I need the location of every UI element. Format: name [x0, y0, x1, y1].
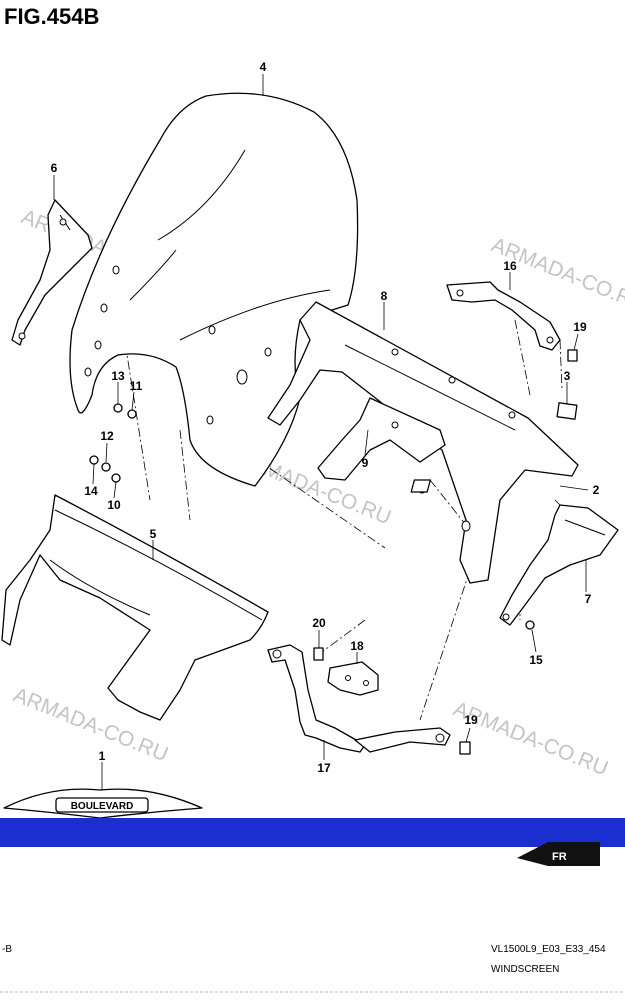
part-label-15: 15 — [529, 653, 543, 667]
clamp-part-18 — [327, 661, 379, 696]
bolt-part-19-upper — [567, 349, 578, 362]
part-labels: 4 6 8 16 19 3 2 13 11 12 14 10 9 5 7 15 … — [51, 60, 600, 775]
fasteners — [89, 349, 578, 755]
part-label-18: 18 — [350, 639, 364, 653]
part-label-6: 6 — [51, 161, 58, 175]
part-label-2: 2 — [593, 483, 600, 497]
washer-part-12 — [101, 462, 111, 472]
emblem-part-1: BOULEVARD — [3, 788, 203, 819]
part-label-5: 5 — [150, 527, 157, 541]
bolt-part-19-lower — [459, 741, 471, 755]
footer: -B VL1500L9_E03_E33_454 WINDSCREEN — [0, 944, 625, 993]
emblem-text: BOULEVARD — [71, 801, 134, 812]
bolt-part-15 — [525, 620, 535, 630]
stay-part-16 — [446, 281, 561, 351]
part-label-7: 7 — [585, 592, 592, 606]
figure-title: FIG.454B — [4, 4, 99, 29]
part-label-8: 8 — [381, 289, 388, 303]
part-label-11: 11 — [130, 379, 143, 393]
part-label-13: 13 — [111, 369, 125, 383]
left-stay-part-6 — [11, 199, 93, 346]
front-arrow-badge: FR — [517, 842, 600, 866]
part-label-17: 17 — [317, 761, 331, 775]
part-label-19-upper: 19 — [573, 320, 587, 334]
part-label-1: 1 — [99, 749, 106, 763]
blue-band — [0, 818, 625, 847]
pad-part-2 — [410, 479, 432, 493]
part-label-10: 10 — [107, 498, 121, 512]
part-label-9: 9 — [362, 456, 369, 470]
inner-bracket-part-9 — [317, 397, 446, 481]
watermark-5: ARMADA-CO.RU — [450, 697, 611, 780]
footer-left-text: -B — [2, 944, 12, 955]
bolt-part-14 — [89, 455, 99, 465]
part-label-14: 14 — [84, 484, 98, 498]
part-label-3: 3 — [564, 369, 571, 383]
lower-stay-part-17 — [267, 644, 451, 753]
front-arrow-text: FR — [552, 851, 567, 863]
pad-part-3 — [556, 402, 578, 420]
bolt-part-20 — [313, 647, 324, 661]
part-label-12: 12 — [100, 429, 114, 443]
lower-cowl-part-5 — [1, 494, 269, 721]
windscreen-part-4 — [69, 92, 359, 487]
right-stay-part-7 — [499, 504, 619, 626]
part-label-19-lower: 19 — [464, 713, 478, 727]
footer-section-name: WINDSCREEN — [491, 964, 559, 975]
part-label-16: 16 — [503, 259, 517, 273]
footer-model-code: VL1500L9_E03_E33_454 — [491, 944, 606, 955]
washer-part-11 — [127, 409, 137, 419]
part-label-20: 20 — [312, 616, 326, 630]
bolt-part-13 — [113, 403, 123, 413]
part-label-4: 4 — [260, 60, 267, 74]
nut-part-10 — [111, 473, 121, 483]
leader-lines — [53, 74, 589, 790]
